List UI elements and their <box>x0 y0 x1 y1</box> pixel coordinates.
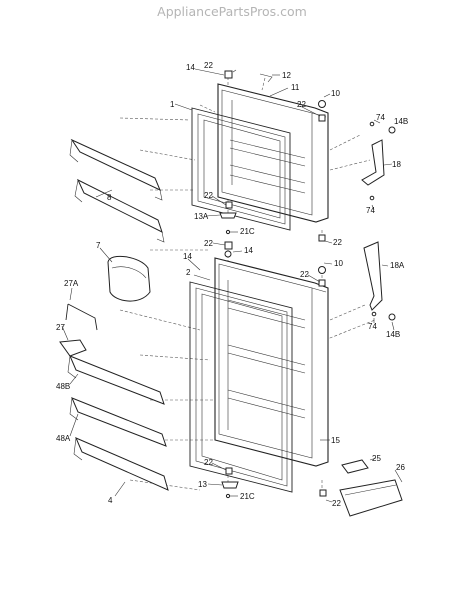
shelf-48b <box>67 355 165 405</box>
screw-22-upper-right <box>318 114 326 122</box>
freezer-door-assembly <box>191 83 329 231</box>
callout-26: 26 <box>396 463 405 472</box>
screw-74-top <box>369 121 375 127</box>
callout-7: 7 <box>96 241 101 250</box>
leader-lines <box>61 68 403 503</box>
callout-4: 4 <box>108 496 113 505</box>
hinge-18 <box>361 139 385 186</box>
hinge-18a <box>363 241 383 311</box>
callout-18a: 18A <box>390 261 405 270</box>
door-stop-13a <box>219 212 237 219</box>
fresh-food-door-panel <box>214 257 329 467</box>
tray-25 <box>341 459 369 474</box>
callout-74: 74 <box>368 322 377 331</box>
shelf-8-lower <box>74 178 165 243</box>
callout-15: 15 <box>331 436 340 445</box>
callout-21c: 21C <box>240 492 255 501</box>
callout-11: 11 <box>291 83 300 92</box>
callout-74: 74 <box>376 113 385 122</box>
shelf-48a <box>69 397 167 447</box>
callout-2: 2 <box>186 268 191 277</box>
callout-22: 22 <box>204 191 213 200</box>
dairy-compartment-7 <box>107 255 151 302</box>
cap-22-low <box>225 467 233 475</box>
callout-22: 22 <box>297 100 306 109</box>
callout-14: 14 <box>183 252 192 261</box>
callout-22: 22 <box>204 239 213 248</box>
cap-22-mid-upper <box>225 201 233 209</box>
callout-22: 22 <box>204 61 213 70</box>
screw-14-mid <box>224 250 232 258</box>
plug-14b-top <box>388 126 396 134</box>
shelf-8-upper <box>69 138 163 201</box>
callout-12: 12 <box>282 71 291 80</box>
callout-48b: 48B <box>56 382 70 391</box>
callout-13: 13 <box>198 480 207 489</box>
callout-22: 22 <box>332 499 341 508</box>
fresh-food-door-assembly <box>189 257 329 493</box>
freezer-door-panel <box>217 83 329 223</box>
plug-10-mid <box>318 266 326 274</box>
callout-22: 22 <box>204 458 213 467</box>
tray-27 <box>59 339 87 357</box>
callout-27: 27 <box>56 323 65 332</box>
plug-14b-low <box>388 313 396 321</box>
callout-22: 22 <box>300 270 309 279</box>
callout-14b: 14B <box>394 117 408 126</box>
callout-74: 74 <box>366 206 375 215</box>
callout-8: 8 <box>107 193 112 202</box>
freezer-door-gasket <box>191 107 291 231</box>
shelf-4 <box>73 437 169 491</box>
handle-27a <box>65 303 98 331</box>
door-bins <box>59 138 169 491</box>
callout-27a: 27A <box>64 279 79 288</box>
crisper-bin-26 <box>339 479 403 517</box>
screw-74-low <box>371 311 377 317</box>
plug-10-top <box>318 100 326 108</box>
callout-1: 1 <box>170 100 175 109</box>
callout-14: 14 <box>186 63 195 72</box>
callout-13a: 13A <box>194 212 209 221</box>
callout-21c: 21C <box>240 227 255 236</box>
screw-21c-low <box>225 493 231 499</box>
callout-18: 18 <box>392 160 401 169</box>
screw-21c-upper <box>225 229 231 235</box>
cap-22-mid <box>224 241 233 250</box>
cap-22-bottom <box>319 489 327 497</box>
callout-22: 22 <box>333 238 342 247</box>
callout-10: 10 <box>331 89 340 98</box>
screw-22-lower-right <box>318 279 326 287</box>
cap-22-right-mid <box>318 234 326 242</box>
cap-22-top <box>224 70 233 79</box>
small-parts <box>219 70 403 517</box>
screw-74-mid <box>369 195 375 201</box>
callout-10: 10 <box>334 259 343 268</box>
hinges <box>361 139 385 311</box>
callout-48a: 48A <box>56 434 71 443</box>
fresh-food-door-gasket <box>189 281 293 493</box>
callout-14: 14 <box>244 246 253 255</box>
callout-labels: 14 22 12 11 1 22 10 74 14B 18 74 8 22 13… <box>56 61 408 508</box>
callout-25: 25 <box>372 454 381 463</box>
callout-14b: 14B <box>386 330 400 339</box>
door-stop-13 <box>221 481 239 489</box>
site-watermark: AppliancePartsPros.com <box>157 4 307 19</box>
